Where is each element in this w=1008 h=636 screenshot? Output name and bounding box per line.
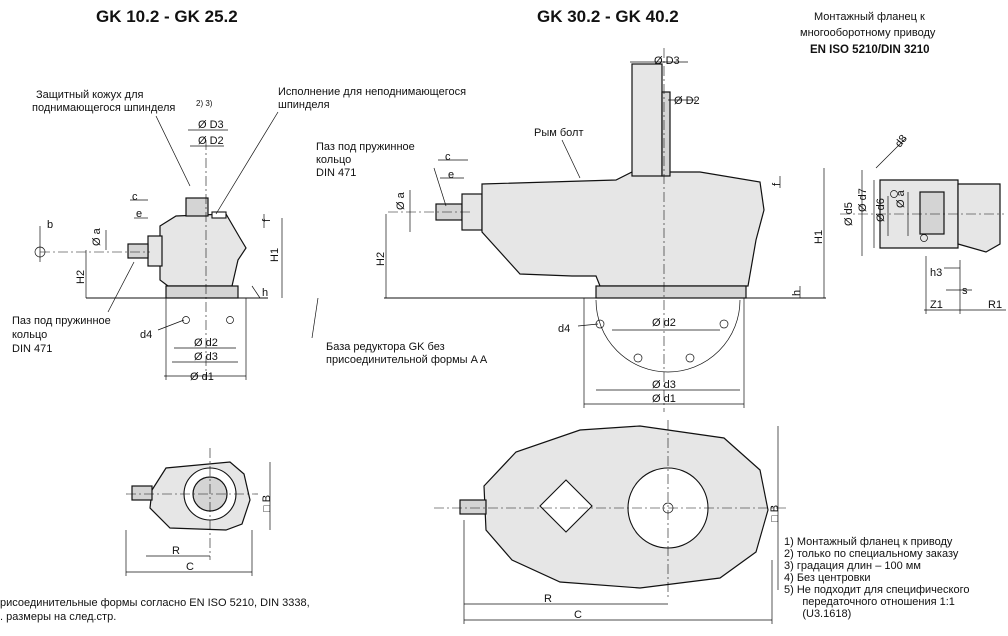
title-flange-line2: многооборотному приводу: [800, 27, 936, 39]
large-gearbox-top-view: [434, 420, 786, 624]
dim-h-left: h: [262, 287, 268, 299]
dim-D3-mid: Ø D3: [654, 55, 680, 67]
dim-d8: d8: [893, 133, 910, 150]
title-flange-line1: Монтажный фланец к: [814, 11, 925, 23]
dim-R-left: R: [172, 545, 180, 557]
dim-R-mid: R: [544, 593, 552, 605]
dim-e-left: e: [136, 208, 142, 220]
dim-b-left: b: [47, 219, 53, 231]
dim-f-left: f: [261, 218, 273, 222]
bottom-note-line1: рисоединительные формы согласно EN ISO 5…: [0, 597, 310, 609]
dim-D3-left: Ø D3: [198, 119, 224, 131]
large-gearbox-side-view: [311, 48, 826, 412]
dim-d1-mid: Ø d1: [652, 393, 676, 405]
dim-h3: h3: [930, 267, 942, 279]
dim-H1-left: H1: [269, 248, 281, 262]
callout-groove-left-line2: кольцо: [12, 329, 47, 341]
callout-groove-mid-line1: Паз под пружинное: [316, 141, 415, 153]
dim-d2-left: Ø d2: [194, 337, 218, 349]
dim-D2-left: Ø D2: [198, 135, 224, 147]
dim-C-mid: C: [574, 609, 582, 621]
callout-groove-left-line3: DIN 471: [12, 343, 52, 355]
dim-d3-mid: Ø d3: [652, 379, 676, 391]
callout-eyebolt: Рым болт: [534, 127, 584, 139]
dim-d4-left: d4: [140, 329, 152, 341]
dim-f-mid: f: [771, 182, 783, 186]
callout-groove-mid-line2: кольцо: [316, 154, 351, 166]
dim-e-mid: e: [448, 169, 454, 181]
dim-d7: Ø d7: [857, 188, 869, 212]
dim-d1-left: Ø d1: [190, 371, 214, 383]
footnote-1: 1) Монтажный фланец к приводу: [784, 536, 953, 548]
dim-C-left: C: [186, 561, 194, 573]
footnote-2: 2) только по специальному заказу: [784, 548, 959, 560]
dim-a-left: Ø a: [91, 227, 103, 246]
callout-groove-mid-line3: DIN 471: [316, 167, 356, 179]
footnote-3: 3) градация длин – 100 мм: [784, 560, 921, 572]
dim-H1-mid: H1: [813, 230, 825, 244]
dim-H2-mid: H2: [375, 252, 387, 266]
mounting-flange-detail: [840, 137, 1006, 314]
title-gk30-40: GK 30.2 - GK 40.2: [537, 7, 679, 26]
dim-H2-left: H2: [75, 270, 87, 284]
dim-h-mid: h: [791, 290, 803, 296]
title-gk10-25: GK 10.2 - GK 25.2: [96, 7, 238, 26]
dim-B-left: □ B: [261, 495, 273, 512]
callout-base-line2: присоединительной формы A A: [326, 354, 488, 366]
title-flange-line3: EN ISO 5210/DIN 3210: [810, 44, 930, 56]
callout-nonrising-line1: Исполнение для неподнимающегося: [278, 86, 466, 98]
dim-R1: R1: [988, 299, 1002, 311]
small-gearbox-side-view: [34, 111, 283, 380]
dim-D2-mid: Ø D2: [674, 95, 700, 107]
callout-nonrising-line2: шпинделя: [278, 99, 330, 111]
dim-c-mid: c: [445, 151, 451, 163]
footnote-4: 4) Без центровки: [784, 572, 870, 584]
callout-base-line1: База редуктора GK без: [326, 341, 445, 353]
dim-d5: Ø d5: [843, 202, 855, 226]
callout-guard-line1: Защитный кожух для: [36, 89, 143, 101]
footnote-5: 5) Не подходит для специфического: [784, 584, 969, 596]
dim-d6: Ø d6: [875, 198, 887, 222]
callout-groove-left-line1: Паз под пружинное: [12, 315, 111, 327]
dim-Z1: Z1: [930, 299, 943, 311]
footnote-5-cont1: передаточного отношения 1:1: [784, 596, 955, 608]
dim-d3-left: Ø d3: [194, 351, 218, 363]
callout-guard-superscript: 2) 3): [196, 99, 213, 108]
footnote-5-cont2: (U3.1618): [784, 608, 851, 620]
bottom-note-line2: . размеры на след.стр.: [0, 611, 116, 623]
dim-a-flange: Ø a: [895, 189, 907, 208]
dim-c-left: c: [132, 191, 138, 203]
dim-d2-mid: Ø d2: [652, 317, 676, 329]
dim-B-mid: □ B: [769, 505, 781, 522]
dim-s: s: [962, 285, 968, 297]
footnotes: 1) Монтажный фланец к приводу 2) только …: [784, 536, 969, 620]
callout-guard-line2: поднимающегося шпинделя: [32, 102, 175, 114]
dim-d4-mid: d4: [558, 323, 570, 335]
dim-a-mid: Ø a: [395, 191, 407, 210]
small-gearbox-top-view: [125, 448, 271, 576]
